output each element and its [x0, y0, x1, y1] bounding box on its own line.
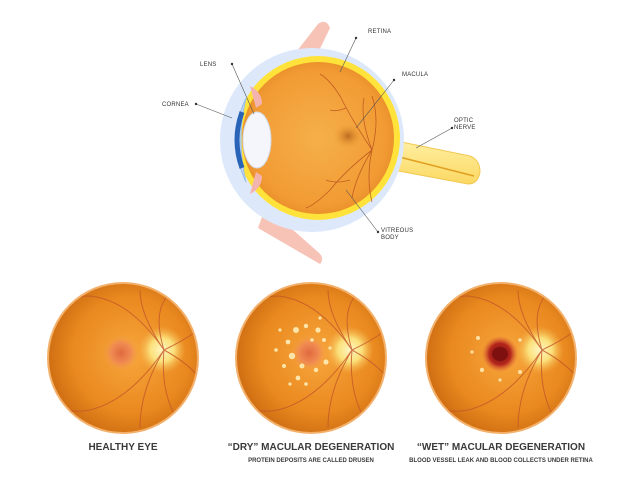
eye-cross-section	[220, 21, 481, 264]
label-optic-nerve-1: OPTIC	[454, 118, 474, 124]
caption-healthy: HEALTHY EYE	[88, 442, 157, 453]
label-lens: LENS	[200, 62, 216, 68]
optic-disc	[138, 326, 186, 374]
label-vitreous-1: VITREOUS	[381, 228, 413, 234]
label-retina: RETINA	[368, 29, 391, 35]
label-vitreous-2: BODY	[381, 235, 399, 241]
wet-deposits	[470, 336, 522, 382]
eyeball	[242, 62, 394, 214]
caption-wet: “WET” MACULAR DEGENERATION	[417, 442, 585, 453]
ciliary-body	[250, 86, 262, 108]
lens	[242, 111, 272, 169]
optic-disc	[326, 326, 374, 374]
caption-wet-sub: BLOOD VESSEL LEAK AND BLOOD COLLECTS UND…	[409, 458, 593, 464]
retinal-vessels	[305, 73, 377, 209]
leader-dots	[194, 36, 454, 234]
leader-lines	[195, 37, 453, 233]
iris	[234, 111, 245, 169]
macula	[334, 124, 362, 148]
blood-hemorrhage	[492, 347, 508, 361]
label-macula: MACULA	[402, 72, 428, 78]
label-cornea: CORNEA	[162, 102, 189, 108]
caption-dry: “DRY” MACULAR DEGENERATION	[228, 442, 395, 453]
fundus-dry	[235, 282, 387, 434]
fovea	[291, 335, 327, 371]
fundus-healthy	[47, 282, 199, 434]
fovea	[103, 335, 139, 371]
optic-disc	[516, 326, 564, 374]
ciliary-body-lower	[250, 172, 262, 194]
label-optic-nerve-2: NERVE	[454, 125, 476, 131]
drusen-deposits	[274, 316, 332, 386]
caption-dry-sub: PROTEIN DEPOSITS ARE CALLED DRUSEN	[248, 458, 374, 464]
fundus-wet	[425, 282, 577, 434]
